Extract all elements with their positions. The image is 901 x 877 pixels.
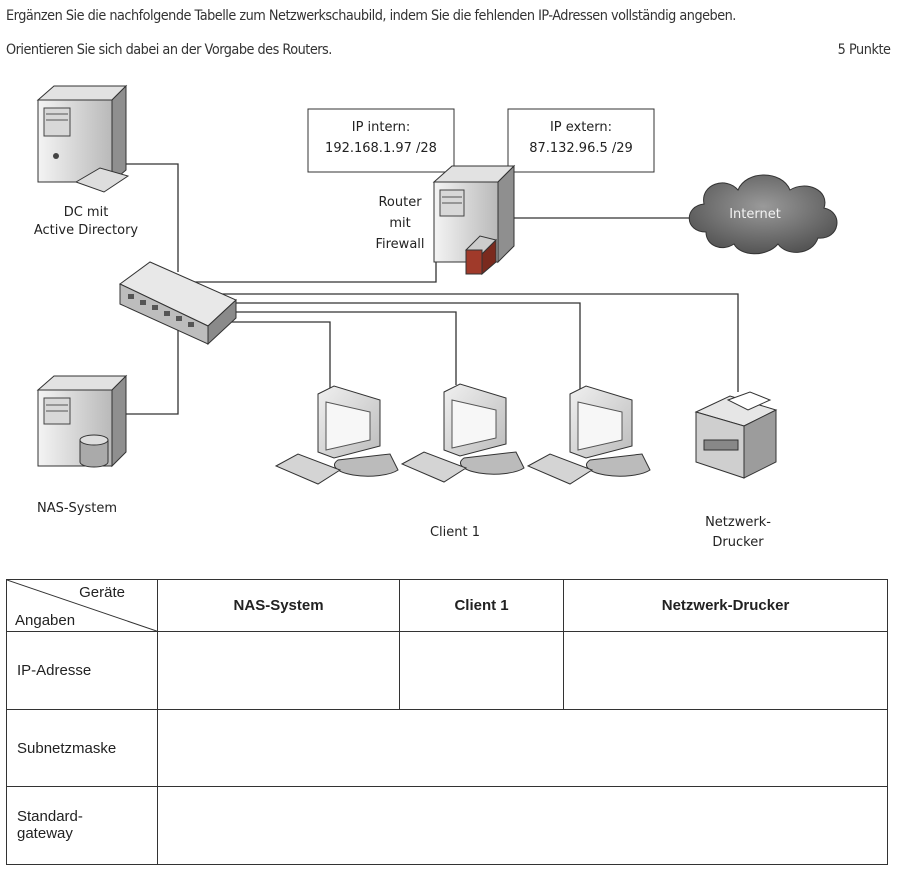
client-label: Client 1 <box>430 525 480 540</box>
column-header-printer: Netzwerk-Drucker <box>563 578 888 633</box>
corner-label-details: Angaben <box>15 612 76 630</box>
network-printer-icon <box>694 391 778 479</box>
ip-extern-label: IP extern: <box>550 120 612 135</box>
internet-cloud-icon <box>688 174 838 255</box>
router-server-icon <box>432 164 516 276</box>
router-label-line2: mit <box>389 216 410 231</box>
row-label-ip: IP-Adresse <box>6 631 158 711</box>
client-computer-icon <box>400 383 525 483</box>
default-gateway-cell[interactable] <box>157 785 888 866</box>
nas-ip-cell[interactable] <box>156 631 401 711</box>
corner-label-devices: Geräte <box>79 584 125 601</box>
dc-label-line1: DC mit <box>64 205 109 220</box>
router-label-line3: Firewall <box>375 237 424 252</box>
subnet-mask-cell[interactable] <box>157 709 888 787</box>
ip-address-table: Geräte Angaben NAS-System Client 1 Netzw… <box>6 578 888 866</box>
client-computer-icon <box>274 385 399 485</box>
dc-server-icon <box>36 84 130 193</box>
nas-server-icon <box>36 374 128 468</box>
printer-label-line2: Drucker <box>712 535 764 550</box>
ip-intern-box <box>307 108 455 173</box>
row-label-subnet: Subnetzmaske <box>6 709 158 787</box>
ip-extern-box <box>507 108 655 173</box>
ip-intern-label: IP intern: <box>352 120 411 135</box>
column-header-nas: NAS-System <box>156 578 401 633</box>
router-label-line1: Router <box>378 195 422 210</box>
network-diagram: IP intern: 192.168.1.97 /28 IP extern: 8… <box>34 84 838 550</box>
row-label-gateway: Standard- gateway <box>6 785 158 866</box>
switch-icon <box>119 261 237 346</box>
corner-header-cell: Geräte Angaben <box>6 578 158 633</box>
ip-intern-value: 192.168.1.97 /28 <box>325 141 437 156</box>
ip-extern-value: 87.132.96.5 /29 <box>529 141 633 156</box>
gateway-label-line2: gateway <box>17 825 73 843</box>
client-ip-cell[interactable] <box>399 631 565 711</box>
instruction-line-1: Ergänzen Sie die nachfolgende Tabelle zu… <box>6 8 736 24</box>
gateway-label-line1: Standard- <box>17 808 83 826</box>
instruction-line-2: Orientieren Sie sich dabei an der Vorgab… <box>6 42 332 58</box>
dc-label-line2: Active Directory <box>34 223 139 238</box>
column-header-client: Client 1 <box>399 578 565 633</box>
printer-ip-cell[interactable] <box>563 631 888 711</box>
diagonal-divider <box>7 580 157 632</box>
firewall-icon <box>465 235 497 276</box>
internet-label: Internet <box>729 207 781 222</box>
network-cables <box>126 163 739 415</box>
client-computer-icon <box>526 385 651 485</box>
points-label: 5 Punkte <box>838 42 891 58</box>
nas-label: NAS-System <box>37 501 117 516</box>
printer-label-line1: Netzwerk- <box>705 515 771 530</box>
